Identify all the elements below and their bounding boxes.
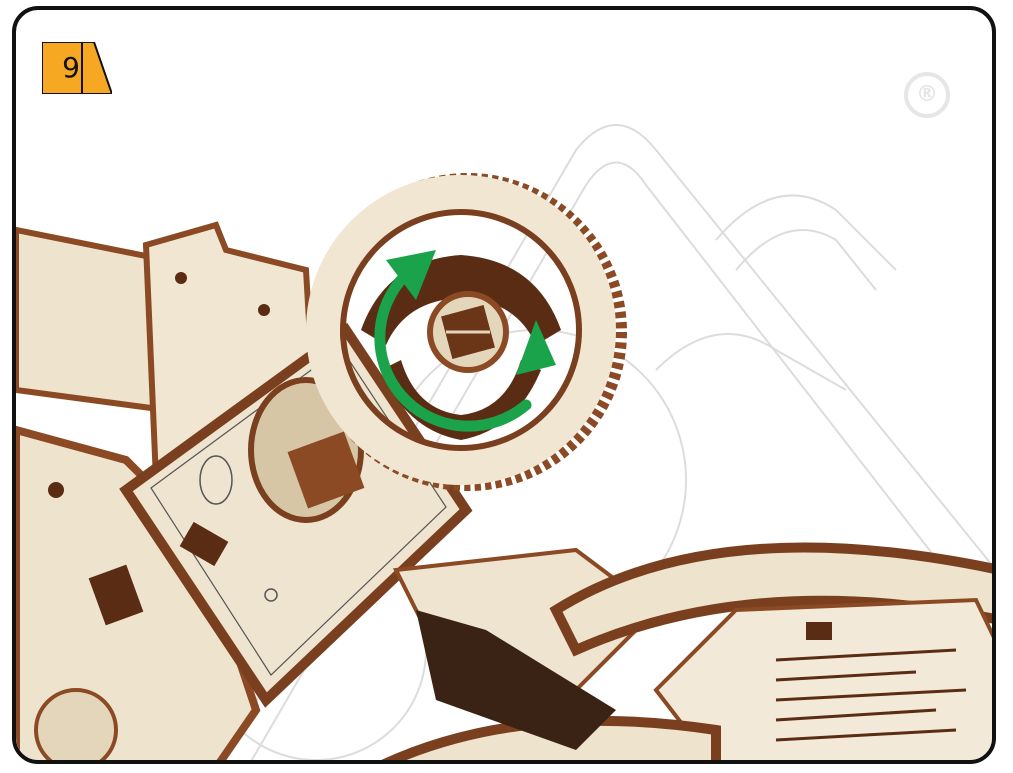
step-number: 9	[52, 50, 90, 86]
steering-wheel	[320, 184, 616, 480]
wooden-parts-right	[376, 548, 996, 765]
illustration-frame: 9 ®	[12, 6, 996, 764]
registered-trademark-icon: ®	[904, 72, 950, 118]
assembly-scene	[16, 10, 996, 764]
